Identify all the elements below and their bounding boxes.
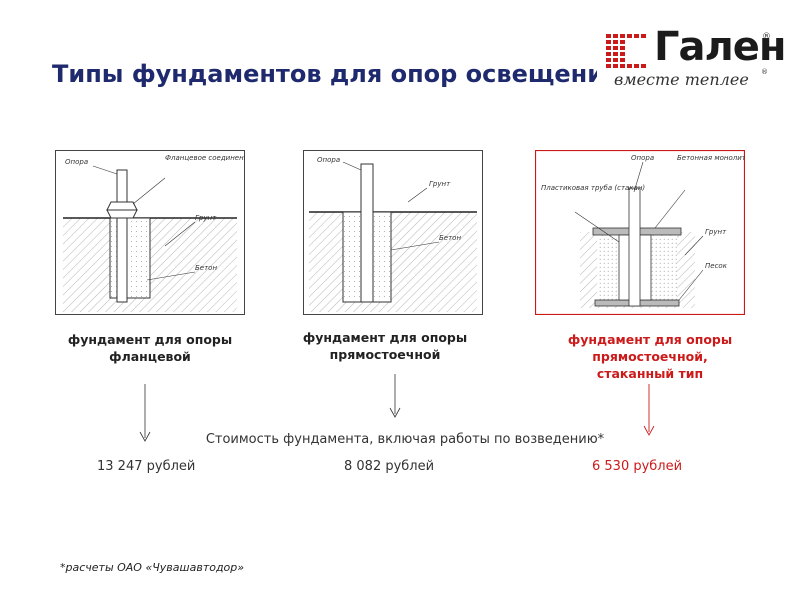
arrow-down-icon xyxy=(139,384,151,442)
price-straight: 8 082 рублей xyxy=(344,459,435,474)
price-cup: 6 530 рублей xyxy=(592,459,683,474)
label-slab: Бетонная монолитная плита xyxy=(677,154,745,162)
caption-flange: фундамент для опоры фланцевой xyxy=(40,331,260,365)
caption-line: стаканный тип xyxy=(596,366,704,381)
label-ground: Грунт xyxy=(705,228,727,236)
cost-title: Стоимость фундамента, включая работы по … xyxy=(205,432,605,447)
label-sand: Песок xyxy=(705,262,728,270)
label-support: Опора xyxy=(65,158,88,166)
diagram-straight-foundation: Опора Грунт Бетон xyxy=(303,150,483,315)
label-support: Опора xyxy=(631,154,654,162)
logo-reg-mark-2: ® xyxy=(761,68,768,76)
label-concrete: Бетон xyxy=(439,234,461,242)
footnote: *расчеты ОАО «Чувашавтодор» xyxy=(60,561,245,574)
caption-line: прямостоечной xyxy=(329,347,441,362)
caption-straight: фундамент для опоры прямостоечной xyxy=(275,329,495,363)
label-flange: Фланцевое соединение xyxy=(165,154,245,162)
logo-slogan: вместе теплее xyxy=(614,70,749,89)
logo: Гален ® вместе теплее ® xyxy=(606,24,787,96)
label-ground: Грунт xyxy=(429,180,451,188)
arrow-down-icon xyxy=(389,374,401,418)
logo-grid-icon xyxy=(606,34,646,68)
label-support: Опора xyxy=(317,156,340,164)
caption-line: фундамент для опоры xyxy=(67,332,233,347)
label-plastic-tube: Пластиковая труба (стакан) xyxy=(541,184,645,192)
diagram-flange-foundation: Опора Фланцевое соединение Грунт Бетон xyxy=(55,150,245,315)
caption-line: фундамент для опоры xyxy=(302,330,468,345)
arrow-down-icon xyxy=(643,384,655,436)
page-title: Типы фундаментов для опор освещения xyxy=(52,60,597,88)
price-flange: 13 247 рублей xyxy=(97,459,196,474)
caption-line: фундамент для опоры xyxy=(567,332,733,347)
label-ground: Грунт xyxy=(195,214,217,222)
caption-line: фланцевой xyxy=(109,349,191,364)
logo-reg-mark: ® xyxy=(762,32,771,42)
diagram-cup-foundation: Опора Бетонная монолитная плита Пластико… xyxy=(535,150,745,315)
caption-line: прямостоечной, xyxy=(592,349,708,364)
label-concrete: Бетон xyxy=(195,264,217,272)
logo-name: Гален xyxy=(654,24,787,70)
caption-cup: фундамент для опоры прямостоечной, стака… xyxy=(535,331,765,382)
